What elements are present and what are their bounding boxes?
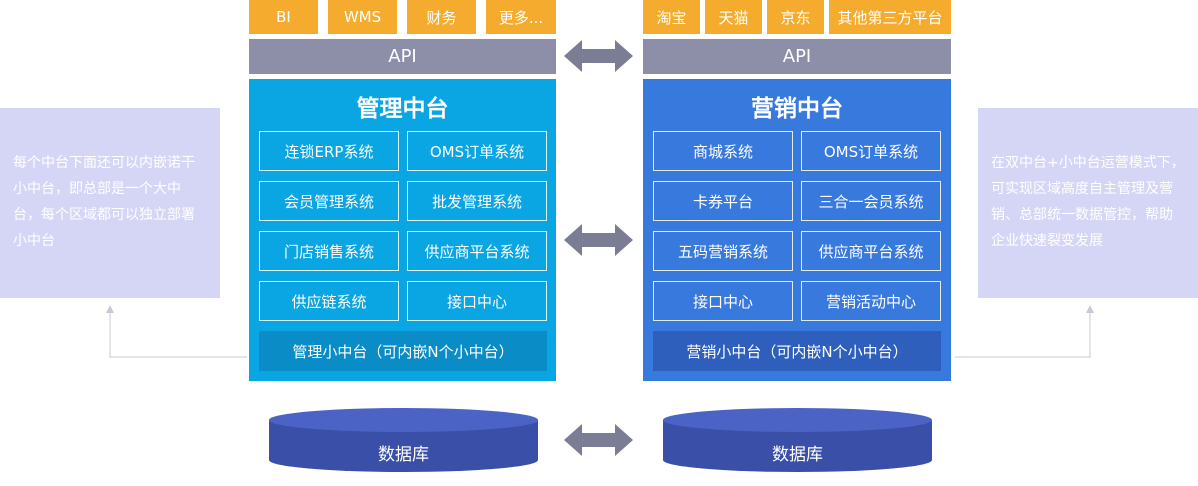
left-note: 每个中台下面还可以内嵌诺干小中台，即总部是一个大中台，每个区域都可以独立部署小中… xyxy=(0,108,220,298)
left-cell: OMS订单系统 xyxy=(407,131,547,171)
tag-taobao: 淘宝 xyxy=(643,0,700,34)
right-note-arrowhead xyxy=(1086,305,1094,313)
right-cell: OMS订单系统 xyxy=(801,131,941,171)
tag-wms: WMS xyxy=(328,0,397,34)
right-api-bar: API xyxy=(643,39,951,74)
right-database-label: 数据库 xyxy=(772,444,823,465)
management-sub-platform: 管理小中台（可内嵌N个小中台） xyxy=(259,331,547,371)
left-api-bar: API xyxy=(249,39,556,74)
marketing-platform-panel: 营销中台 商城系统 OMS订单系统 卡券平台 三合一会员系统 五码营销系统 供应… xyxy=(643,79,951,381)
right-cell: 供应商平台系统 xyxy=(801,231,941,271)
platform-double-arrow xyxy=(564,224,633,256)
right-cell: 五码营销系统 xyxy=(653,231,793,271)
right-cell: 营销活动中心 xyxy=(801,281,941,321)
left-cell: 供应链系统 xyxy=(259,281,399,321)
management-platform-title: 管理中台 xyxy=(356,96,449,122)
right-note: 在双中台+小中台运营模式下，可实现区域高度自主管理及营销、总部统一数据管控，帮助… xyxy=(978,108,1198,298)
tag-finance: 财务 xyxy=(407,0,476,34)
left-cell: 门店销售系统 xyxy=(259,231,399,271)
right-cell: 接口中心 xyxy=(653,281,793,321)
right-database-icon xyxy=(663,408,932,472)
api-double-arrow xyxy=(564,40,633,72)
left-cell: 接口中心 xyxy=(407,281,547,321)
left-note-arrowhead xyxy=(106,305,114,313)
tag-jd: 京东 xyxy=(767,0,824,34)
management-platform-panel: 管理中台 连锁ERP系统 OMS订单系统 会员管理系统 批发管理系统 门店销售系… xyxy=(249,79,556,381)
left-database-label: 数据库 xyxy=(378,444,429,465)
tag-tmall: 天猫 xyxy=(705,0,762,34)
left-cell: 供应商平台系统 xyxy=(407,231,547,271)
left-database-icon xyxy=(269,408,538,472)
left-cell: 会员管理系统 xyxy=(259,181,399,221)
right-cell: 卡券平台 xyxy=(653,181,793,221)
tag-third-party: 其他第三方平台 xyxy=(829,0,951,34)
left-cell: 批发管理系统 xyxy=(407,181,547,221)
marketing-sub-platform: 营销小中台（可内嵌N个小中台） xyxy=(653,331,941,371)
right-note-connector xyxy=(955,312,1091,358)
right-cell: 三合一会员系统 xyxy=(801,181,941,221)
tag-more: 更多... xyxy=(486,0,556,34)
left-cell: 连锁ERP系统 xyxy=(259,131,399,171)
tag-bi: BI xyxy=(249,0,318,34)
right-cell: 商城系统 xyxy=(653,131,793,171)
marketing-platform-title: 营销中台 xyxy=(751,96,843,122)
database-double-arrow xyxy=(564,424,633,456)
left-note-connector xyxy=(109,312,247,358)
